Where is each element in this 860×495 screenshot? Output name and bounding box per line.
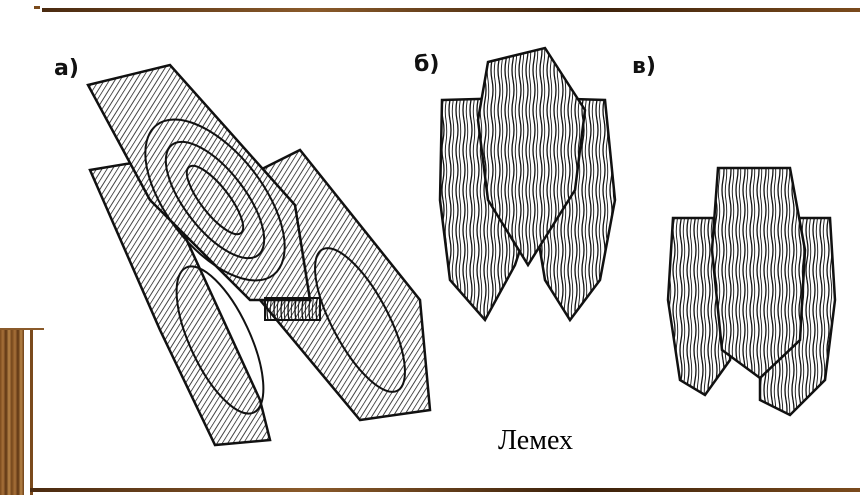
caption-lemekh: Лемех <box>498 425 573 457</box>
figure-v-shingles <box>668 168 835 415</box>
figure-b-shingles <box>440 48 615 320</box>
label-b: б) <box>414 52 439 77</box>
label-a: а) <box>54 56 79 81</box>
figure-a-boards <box>88 65 430 445</box>
label-v: в) <box>632 54 656 79</box>
